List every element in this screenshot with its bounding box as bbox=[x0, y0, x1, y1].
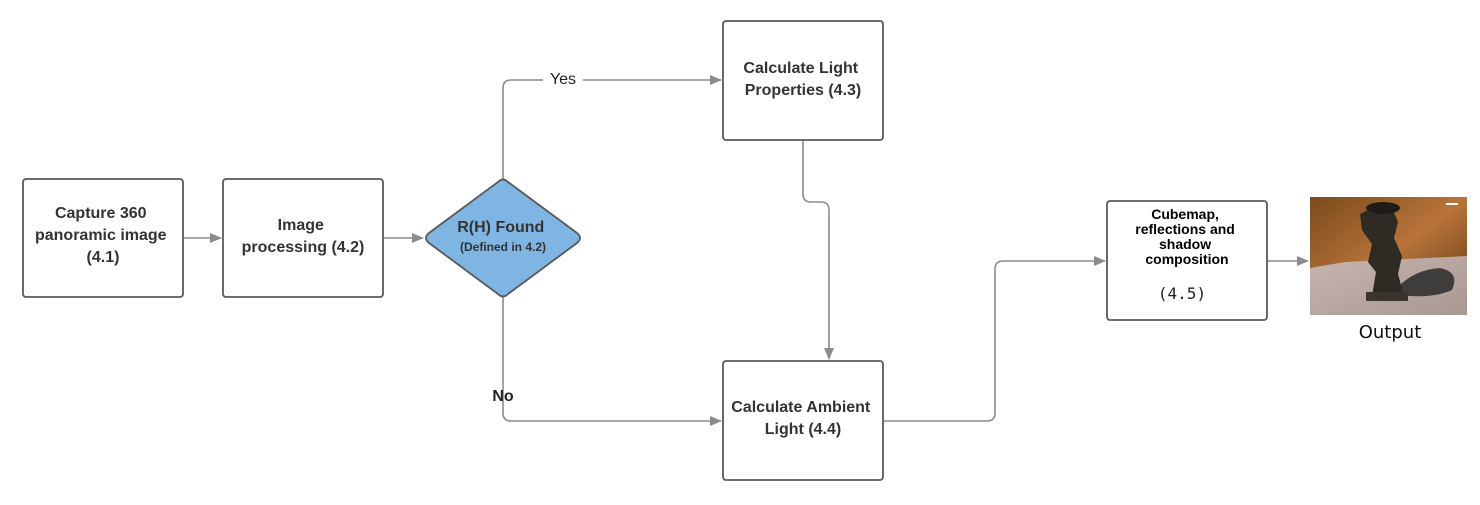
output-image-base bbox=[1366, 292, 1408, 301]
processing-node[interactable]: Image processing (4.2) bbox=[222, 178, 384, 298]
edges bbox=[184, 75, 1309, 426]
light-properties-label-line: Properties (4.3) bbox=[745, 82, 861, 99]
capture-node[interactable]: Capture 360 panoramic image (4.1) bbox=[22, 178, 184, 298]
arrow-decision-no-to-ambient bbox=[502, 297, 722, 426]
yes-label: Yes bbox=[550, 71, 576, 88]
processing-box bbox=[222, 178, 384, 298]
decision-node[interactable]: R(H) Found (Defined in 4.2) bbox=[425, 178, 581, 298]
no-label: No bbox=[492, 388, 514, 405]
decision-label: R(H) Found (Defined in 4.2) bbox=[457, 219, 549, 254]
yes-label-background bbox=[543, 69, 583, 89]
ambient-light-label: Calculate Ambient Light (4.4) bbox=[731, 399, 874, 438]
ambient-light-node[interactable]: Calculate Ambient Light (4.4) bbox=[722, 360, 884, 481]
arrow-ambient-to-cubemap bbox=[884, 256, 1106, 422]
capture-label-line: panoramic image bbox=[35, 227, 167, 244]
capture-label: Capture 360 panoramic image (4.1) bbox=[35, 205, 171, 266]
light-properties-box bbox=[722, 20, 884, 141]
cubemap-reference: (4.5) bbox=[1158, 284, 1206, 303]
cubemap-label-line: composition bbox=[1145, 251, 1228, 267]
output-image bbox=[1310, 197, 1467, 315]
capture-label-line: (4.1) bbox=[87, 249, 120, 266]
ambient-light-box bbox=[722, 360, 884, 481]
output-image-marker bbox=[1446, 203, 1458, 205]
processing-label: Image processing (4.2) bbox=[242, 217, 365, 256]
processing-label-line: processing (4.2) bbox=[242, 239, 365, 256]
arrow-decision-yes-to-light bbox=[502, 75, 722, 179]
decision-diamond bbox=[425, 178, 581, 298]
cubemap-label-line: reflections and bbox=[1135, 221, 1235, 237]
cubemap-box bbox=[1106, 200, 1268, 321]
output-image-hat bbox=[1366, 202, 1400, 214]
cubemap-label-line: shadow bbox=[1159, 236, 1211, 252]
ambient-light-label-line: Light (4.4) bbox=[765, 421, 841, 438]
cubemap-label-line: Cubemap, bbox=[1151, 206, 1219, 222]
output-image-shadow bbox=[1392, 268, 1455, 297]
decision-label-subtitle: (Defined in 4.2) bbox=[460, 240, 546, 254]
cubemap-label: Cubemap, reflections and shadow composit… bbox=[1135, 206, 1238, 267]
cubemap-node[interactable]: Cubemap, reflections and shadow composit… bbox=[1106, 200, 1268, 321]
output-label: Output bbox=[1359, 322, 1422, 343]
arrow-light-to-ambient bbox=[802, 141, 834, 360]
processing-label-line: Image bbox=[278, 217, 324, 234]
light-properties-label: Calculate Light Properties (4.3) bbox=[743, 60, 862, 99]
capture-label-line: Capture 360 bbox=[55, 205, 147, 222]
light-properties-node[interactable]: Calculate Light Properties (4.3) bbox=[722, 20, 884, 141]
ambient-light-label-line: Calculate Ambient bbox=[731, 399, 871, 416]
light-properties-label-line: Calculate Light bbox=[743, 60, 858, 77]
output-image-statue bbox=[1360, 204, 1404, 296]
capture-box bbox=[22, 178, 184, 298]
decision-label-title: R(H) Found bbox=[457, 219, 544, 236]
